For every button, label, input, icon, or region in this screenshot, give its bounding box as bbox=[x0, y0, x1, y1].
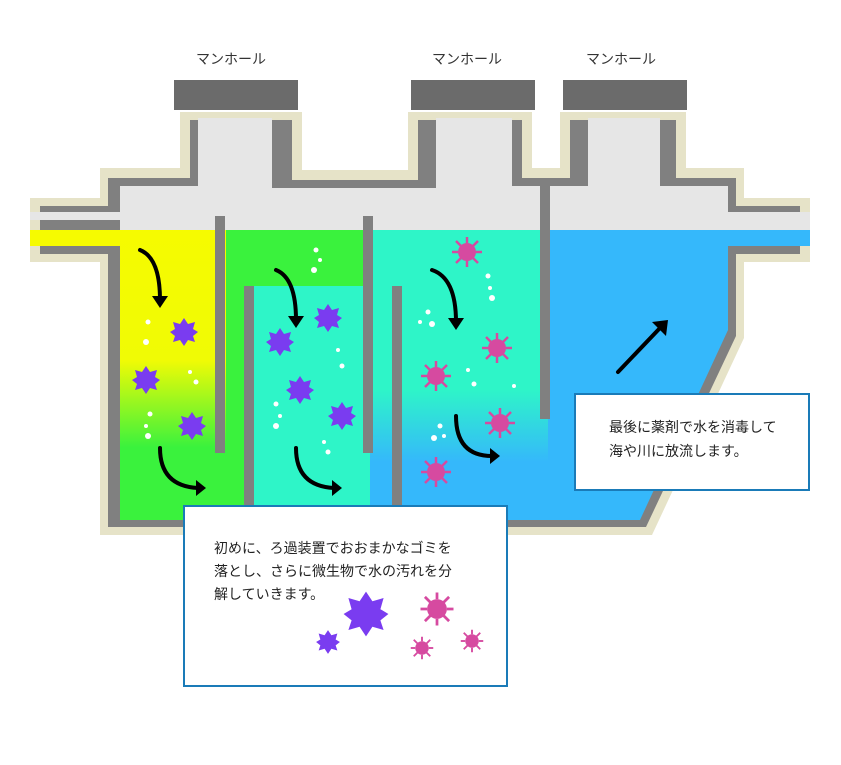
arrow-icon bbox=[430, 268, 458, 324]
callout-left-line-2: 落とし、さらに微生物で水の汚れを分 bbox=[214, 564, 452, 580]
purple-germ-icon bbox=[286, 376, 314, 404]
pink-virus-icon bbox=[482, 333, 512, 363]
bubble-icon bbox=[145, 319, 151, 325]
bubble-icon bbox=[471, 381, 477, 387]
manhole-cap-1 bbox=[174, 80, 298, 110]
pink-virus-icon bbox=[421, 457, 451, 487]
purple-germ-icon bbox=[132, 366, 160, 394]
manhole-cap-3 bbox=[563, 80, 687, 110]
arrow-icon bbox=[454, 414, 494, 458]
pink-virus-icon bbox=[420, 592, 454, 626]
bubble-icon bbox=[489, 295, 495, 301]
pink-virus-icon bbox=[452, 237, 482, 267]
chamber-1-water bbox=[120, 230, 226, 520]
bubble-icon bbox=[336, 348, 340, 352]
bubble-icon bbox=[311, 267, 317, 273]
pink-virus-icon bbox=[485, 408, 515, 438]
bubble-icon bbox=[512, 384, 516, 388]
pink-viruses bbox=[421, 237, 515, 487]
manhole-cap-2 bbox=[411, 80, 535, 110]
manhole-label-3: マンホール bbox=[586, 52, 656, 68]
bubble-icon bbox=[147, 411, 153, 417]
bubble-icon bbox=[318, 258, 322, 262]
arrow-icon bbox=[294, 446, 336, 490]
bubble-icon bbox=[278, 414, 282, 418]
bubble-icon bbox=[188, 370, 192, 374]
callout-left-line-1: 初めに、ろ過装置でおおまかなゴミを bbox=[214, 540, 452, 557]
purple-germ-icon bbox=[316, 630, 340, 654]
arrow-heads bbox=[152, 296, 668, 496]
bubble-icon bbox=[429, 321, 435, 327]
bubble-icon bbox=[442, 434, 446, 438]
bubble-icon bbox=[144, 424, 148, 428]
bubble-icon bbox=[325, 449, 331, 455]
purple-germ-icon bbox=[314, 304, 342, 332]
bubble-icon bbox=[488, 286, 492, 290]
bubble-icon bbox=[418, 320, 422, 324]
manhole-label-2: マンホール bbox=[432, 52, 502, 68]
manhole-label-1: マンホール bbox=[196, 52, 266, 68]
bubble-icon bbox=[313, 247, 319, 253]
bubbles bbox=[143, 247, 516, 455]
bubble-icon bbox=[143, 339, 149, 345]
pink-virus-icon bbox=[410, 636, 434, 660]
bubble-icon bbox=[485, 273, 491, 279]
bubble-icon bbox=[273, 401, 279, 407]
callout-right-line-2: 海や川に放流します。 bbox=[609, 444, 748, 460]
callout-left-line-3: 解していきます。 bbox=[214, 587, 324, 603]
arrow-icon bbox=[616, 326, 662, 374]
purple-germ-icon bbox=[343, 591, 389, 637]
callout-right: 最後に薬剤で水を消毒して 海や川に放流します。 bbox=[574, 393, 810, 491]
pink-virus-icon bbox=[460, 629, 484, 653]
bubble-icon bbox=[437, 423, 443, 429]
tank-air-space bbox=[30, 118, 810, 230]
arrow-icon bbox=[138, 248, 162, 302]
purple-germ-icon bbox=[170, 318, 198, 346]
callout-left: 初めに、ろ過装置でおおまかなゴミを 落とし、さらに微生物で水の汚れを分 解してい… bbox=[183, 505, 508, 687]
arrow-icon bbox=[158, 446, 200, 490]
callout-right-line-1: 最後に薬剤で水を消毒して bbox=[609, 420, 777, 436]
flow-arrows bbox=[138, 248, 662, 490]
bubble-icon bbox=[145, 433, 151, 439]
purple-germ-icon bbox=[328, 402, 356, 430]
purple-germ-icon bbox=[266, 328, 294, 356]
arrow-icon bbox=[274, 268, 298, 322]
bubble-icon bbox=[193, 379, 199, 385]
purple-germ-icon bbox=[178, 412, 206, 440]
partitions bbox=[215, 186, 550, 520]
purple-germs bbox=[132, 304, 356, 440]
bubble-icon bbox=[273, 423, 279, 429]
pink-virus-icon bbox=[421, 361, 451, 391]
bubble-icon bbox=[466, 368, 470, 372]
bubble-icon bbox=[431, 435, 437, 441]
bubble-icon bbox=[339, 363, 345, 369]
chamber-2-inner-water bbox=[254, 286, 370, 520]
outlet-pipe-water bbox=[728, 230, 810, 246]
bubble-icon bbox=[322, 440, 326, 444]
bubble-icon bbox=[425, 309, 431, 315]
inlet-pipe-water bbox=[30, 230, 120, 246]
